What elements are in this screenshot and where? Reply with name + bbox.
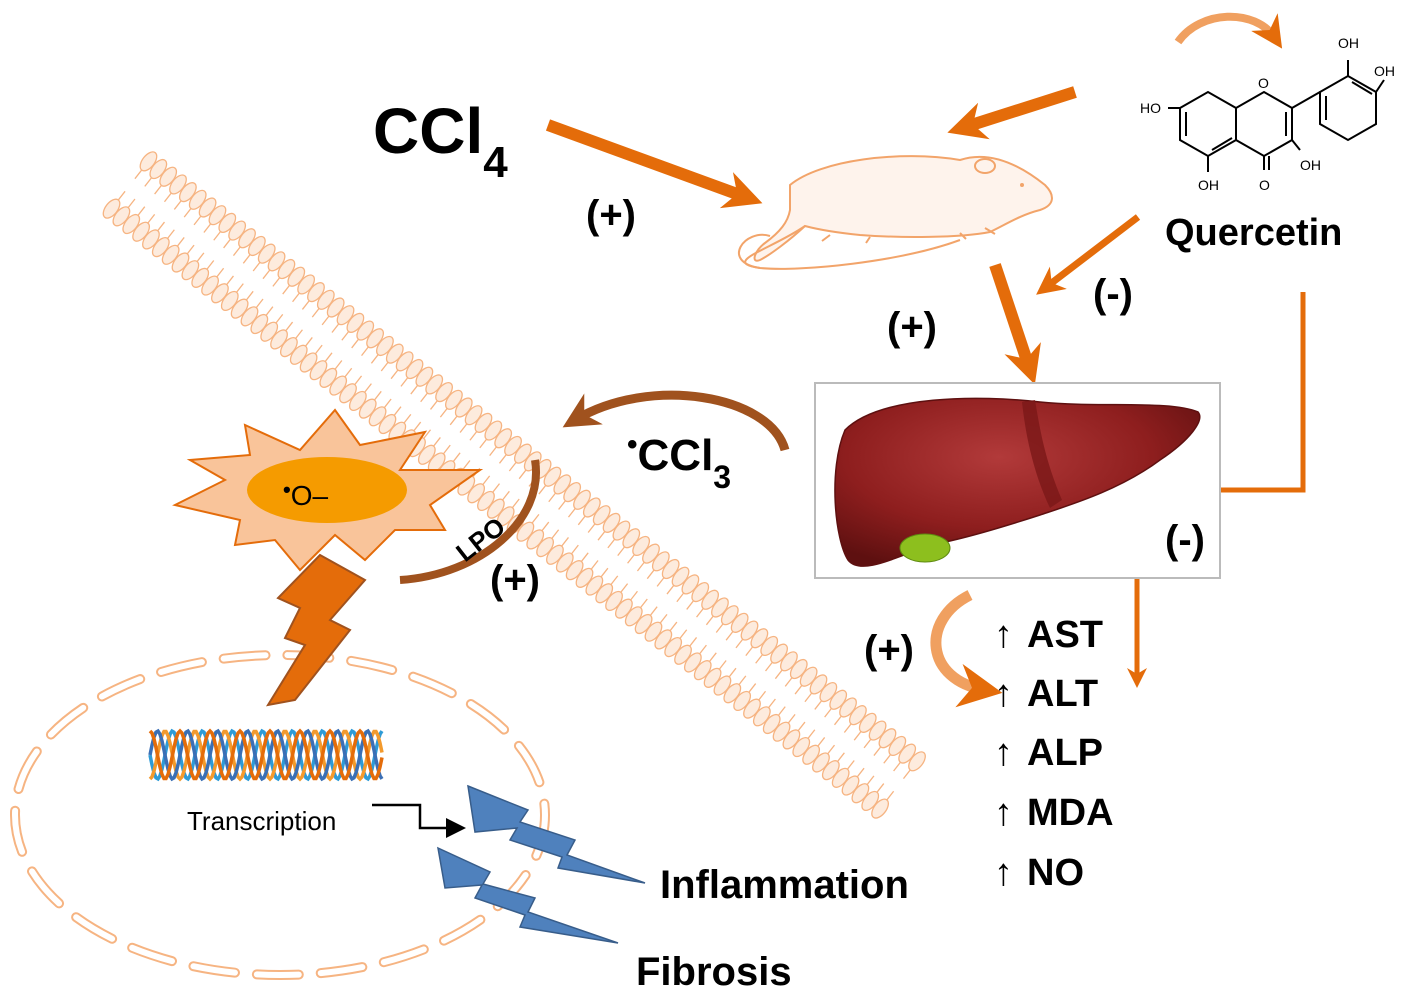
marker-ast: ↑AST [994, 614, 1103, 656]
dna-strand [148, 728, 384, 782]
arrow-ccl3-to-membrane [562, 390, 790, 452]
marker-alp: ↑ALP [994, 732, 1103, 774]
arrow-liver-to-markers [930, 590, 1003, 708]
qg-oh-5: OH [1198, 177, 1219, 193]
marker-no: ↑NO [994, 852, 1084, 894]
arrow-ccl4-to-rat [545, 119, 763, 209]
rat-icon [738, 155, 1053, 270]
fibrosis-bolt-icon [437, 846, 619, 944]
lipid-head [871, 798, 889, 819]
arrow-quercetin-to-liver [1036, 214, 1141, 295]
arrow-lpo [399, 459, 541, 584]
liver-image [834, 397, 1201, 567]
inflammation-label: Inflammation [660, 863, 909, 907]
dna-strand [148, 728, 384, 781]
plus-lpo-label: (+) [490, 558, 540, 602]
qg-o-keto: O [1259, 177, 1270, 193]
qg-o-ring: O [1258, 75, 1269, 91]
radical-label: •O– [283, 477, 328, 511]
minus-top-label: (-) [1093, 272, 1133, 316]
qg-oh-3: OH [1300, 157, 1321, 173]
plus-liver-label: (+) [887, 305, 937, 349]
minus-right-label: (-) [1165, 518, 1205, 562]
marker-list: ↑AST ↑ALT ↑ALP ↑MDA ↑NO [994, 614, 1114, 894]
arrow-rat-to-liver [989, 263, 1041, 385]
plus-markers-label: (+) [864, 628, 914, 672]
rotate-arrow-icon [1174, 12, 1283, 49]
ccl3-label: •CCl3 [627, 428, 731, 495]
lipid-head [908, 751, 926, 772]
dna-helix-icon [148, 728, 384, 782]
qg-ho-left: HO [1140, 100, 1161, 116]
marker-mda: ↑MDA [994, 792, 1114, 834]
quercetin-structure [1168, 60, 1385, 172]
inflammation-bolt-icon [467, 784, 646, 884]
arrow-transcription [372, 803, 466, 838]
plus-ccl4-label: (+) [586, 193, 636, 237]
ccl4-label: CCl4 [373, 95, 508, 187]
superoxide-radical [247, 457, 407, 523]
qg-oh-right: OH [1374, 63, 1395, 79]
quercetin-label: Quercetin [1165, 212, 1342, 254]
fibrosis-label: Fibrosis [636, 950, 792, 994]
lightning-bolt-icon [265, 553, 367, 707]
arrow-quercetin-to-rat [947, 86, 1077, 140]
quercetin-groups: OH OH HO O OH OH O [1140, 35, 1395, 193]
transcription-label: Transcription [187, 806, 336, 836]
marker-alt: ↑ALT [994, 673, 1098, 715]
qg-oh-top: OH [1338, 35, 1359, 51]
